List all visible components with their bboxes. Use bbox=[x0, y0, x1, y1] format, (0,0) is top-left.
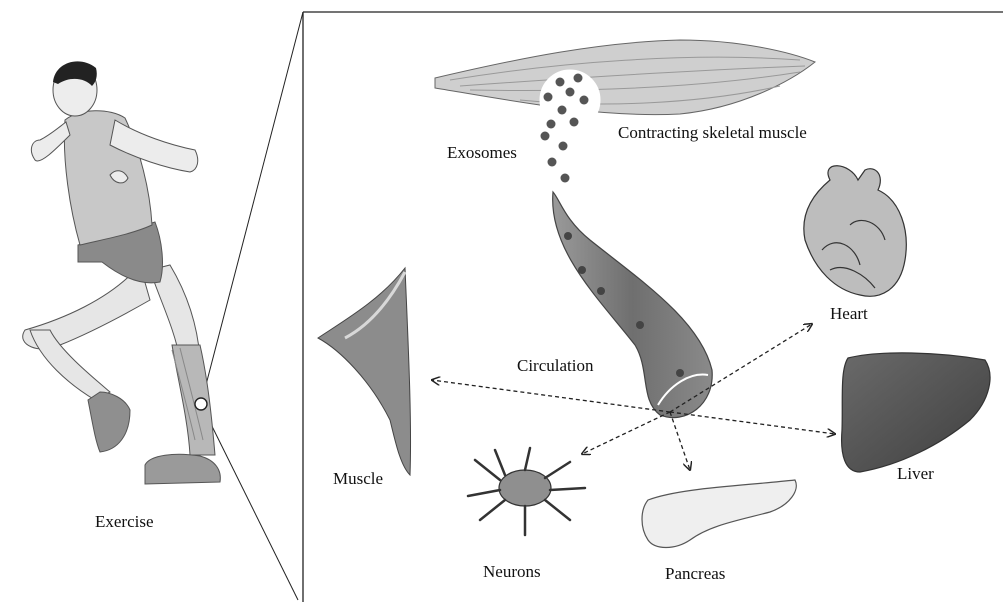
exosome-dot bbox=[541, 132, 550, 141]
heart-illustration bbox=[804, 166, 906, 296]
exosome-dot bbox=[558, 106, 567, 115]
runner-front-shoe bbox=[145, 454, 220, 484]
exosome-dot bbox=[566, 88, 575, 97]
runner-back-shoe bbox=[88, 392, 130, 452]
label-liver: Liver bbox=[897, 465, 934, 482]
liver-illustration bbox=[842, 353, 990, 472]
exosome-dot bbox=[556, 78, 565, 87]
exosome-dot bbox=[544, 93, 553, 102]
label-neurons: Neurons bbox=[483, 563, 541, 580]
skeletal-muscle-illustration bbox=[435, 40, 815, 130]
neuron-illustration bbox=[468, 448, 585, 535]
exosome-dot bbox=[548, 158, 557, 167]
label-exercise: Exercise bbox=[95, 513, 154, 530]
zoom-line-top bbox=[201, 12, 303, 404]
runner-singlet bbox=[64, 111, 152, 245]
runner-illustration bbox=[23, 61, 221, 484]
zoom-line-bottom bbox=[201, 404, 298, 600]
label-exosomes: Exosomes bbox=[447, 144, 517, 161]
vessel-exosome-dot bbox=[676, 369, 684, 377]
arrow-to-liver bbox=[670, 412, 835, 434]
vessel-exosome-dot bbox=[564, 232, 572, 240]
blood-vessel-illustration bbox=[553, 192, 713, 418]
exosome-dot bbox=[559, 142, 568, 151]
arrow-to-neurons bbox=[582, 412, 670, 454]
target-muscle-body bbox=[318, 268, 411, 475]
neuron-soma bbox=[499, 470, 551, 506]
vessel-exosome-dot bbox=[636, 321, 644, 329]
exosome-dot bbox=[570, 118, 579, 127]
blood-vessel-body bbox=[553, 192, 713, 418]
heart-body bbox=[804, 166, 906, 296]
arrow-to-pancreas bbox=[670, 412, 690, 470]
vessel-exosome-dot bbox=[597, 287, 605, 295]
label-pancreas: Pancreas bbox=[665, 565, 725, 582]
pancreas-illustration bbox=[642, 480, 796, 548]
vessel-exosome-dot bbox=[578, 266, 586, 274]
label-muscle: Muscle bbox=[333, 470, 383, 487]
exosome-dot bbox=[561, 174, 570, 183]
exosome-dot bbox=[580, 96, 589, 105]
arrow-to-muscle bbox=[432, 380, 670, 412]
label-heart: Heart bbox=[830, 305, 868, 322]
exosome-dot bbox=[547, 120, 556, 129]
zoom-point-marker bbox=[195, 398, 207, 410]
label-contracting-muscle: Contracting skeletal muscle bbox=[618, 124, 807, 141]
exosome-dot bbox=[574, 74, 583, 83]
label-circulation: Circulation bbox=[517, 357, 593, 374]
target-muscle-illustration bbox=[318, 268, 411, 475]
circulation-arrows bbox=[432, 324, 835, 470]
